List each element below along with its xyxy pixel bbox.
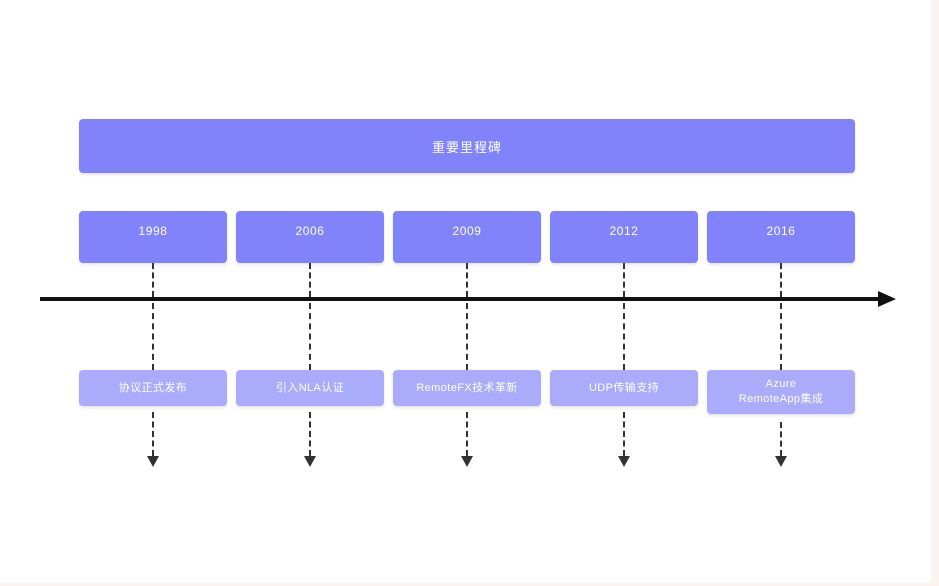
arrow-down-icon — [147, 456, 159, 467]
arrow-down-icon — [618, 456, 630, 467]
page-title: 重要里程碑 — [431, 139, 502, 155]
event-box-2009[interactable]: RemoteFX技术革新 — [393, 370, 541, 406]
event-box-row: 协议正式发布 引入NLA认证 RemoteFX技术革新 UDP传输支持 Azur… — [79, 370, 855, 414]
diagram-title-banner: 重要里程碑 — [79, 119, 855, 173]
connector-year-to-axis-2016 — [780, 263, 782, 297]
connector-year-to-axis-2009 — [466, 263, 468, 297]
event-label: 协议正式发布 — [118, 381, 188, 394]
tail-dashed-line — [466, 412, 468, 456]
tail-dashed-line — [309, 412, 311, 456]
year-label: 2009 — [452, 224, 482, 238]
axis-line — [40, 297, 878, 301]
connector-axis-to-event-2012 — [623, 303, 625, 370]
page-edge-right — [931, 0, 939, 586]
connector-axis-to-event-2009 — [466, 303, 468, 370]
arrow-down-icon — [304, 456, 316, 467]
event-label: Azure RemoteApp集成 — [738, 378, 824, 405]
arrow-down-icon — [775, 456, 787, 467]
year-box-1998[interactable]: 1998 — [79, 211, 227, 263]
event-label: RemoteFX技术革新 — [416, 381, 518, 394]
year-box-2006[interactable]: 2006 — [236, 211, 384, 263]
timeline-axis — [40, 291, 896, 307]
connector-year-to-axis-2006 — [309, 263, 311, 297]
connector-axis-to-event-2006 — [309, 303, 311, 370]
tail-dashed-line — [780, 422, 782, 456]
tail-dashed-line — [623, 412, 625, 456]
year-box-row: 1998 2006 2009 2012 2016 — [79, 211, 855, 263]
connector-axis-to-event-2016 — [780, 303, 782, 370]
year-label: 2012 — [609, 224, 639, 238]
year-box-2016[interactable]: 2016 — [707, 211, 855, 263]
event-box-2016[interactable]: Azure RemoteApp集成 — [707, 370, 855, 414]
event-box-2006[interactable]: 引入NLA认证 — [236, 370, 384, 406]
year-label: 2006 — [295, 224, 325, 238]
tail-dashed-line — [152, 412, 154, 456]
year-box-2009[interactable]: 2009 — [393, 211, 541, 263]
connector-year-to-axis-1998 — [152, 263, 154, 297]
arrow-right-icon — [878, 291, 896, 307]
arrow-down-icon — [461, 456, 473, 467]
year-label: 1998 — [138, 224, 168, 238]
event-box-1998[interactable]: 协议正式发布 — [79, 370, 227, 406]
connector-year-to-axis-2012 — [623, 263, 625, 297]
event-label: 引入NLA认证 — [275, 381, 345, 394]
event-box-2012[interactable]: UDP传输支持 — [550, 370, 698, 406]
event-label: UDP传输支持 — [588, 381, 660, 394]
year-label: 2016 — [766, 224, 796, 238]
page-edge-bottom — [0, 583, 939, 586]
year-box-2012[interactable]: 2012 — [550, 211, 698, 263]
connector-axis-to-event-1998 — [152, 303, 154, 370]
